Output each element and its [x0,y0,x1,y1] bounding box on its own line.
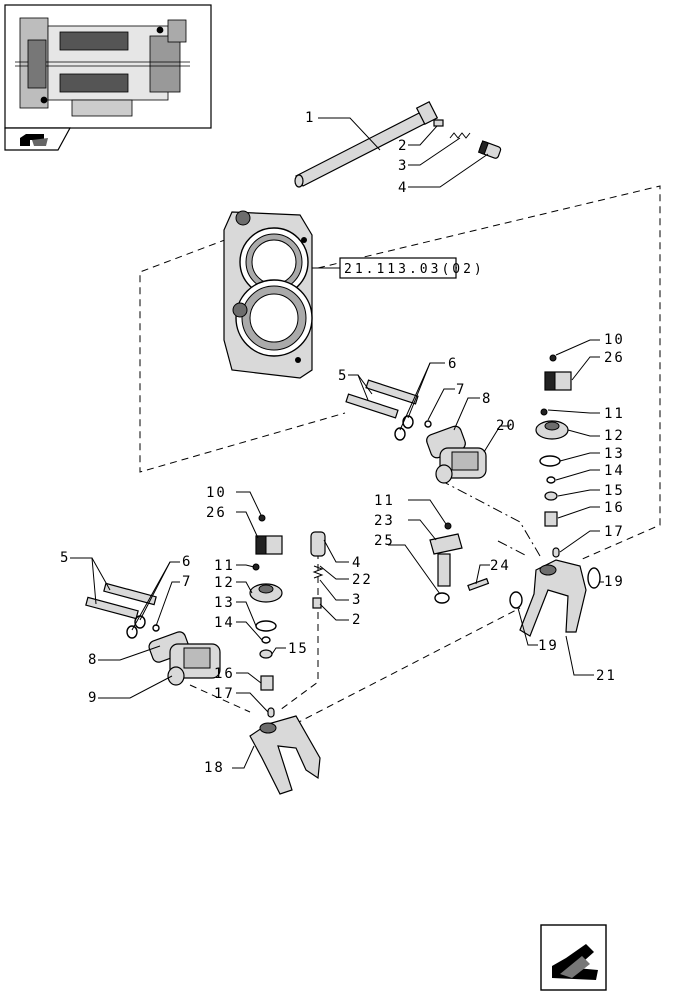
assembly-thumbnail[interactable] [4,4,212,129]
callout-3: 3 [398,158,408,174]
callout-11: 11 [374,493,395,509]
right-shift-fork [509,559,601,637]
callout-2: 2 [352,612,362,628]
next-arrow-icon[interactable] [540,924,607,991]
callout-labels: 1 2 3 4 5 6 7 8 20 10 26 11 12 13 14 15 … [60,110,625,776]
left-valve-stack [249,514,283,718]
callout-10: 10 [604,332,625,348]
callout-8: 8 [482,391,492,407]
callout-17: 17 [214,686,235,702]
callout-24: 24 [490,558,511,574]
callout-13: 13 [214,595,235,611]
callout-9: 9 [88,690,98,706]
callout-4: 4 [398,180,408,196]
callout-21: 21 [596,668,617,684]
left-detent-stack [310,531,326,609]
middle-bracket [429,522,490,604]
callout-7: 7 [182,574,192,590]
callout-6: 6 [448,356,458,372]
right-valve-stack [535,354,572,558]
callout-12: 12 [214,575,235,591]
callout-22: 22 [352,572,373,588]
callout-8: 8 [88,652,98,668]
upper-actuator [345,379,487,484]
left-actuator [85,582,221,686]
reference-label[interactable]: 21.113.03(02) [344,262,485,277]
callout-5: 5 [60,550,70,566]
callout-15: 15 [604,483,625,499]
callout-4: 4 [352,555,362,571]
gearbox-plate [223,210,313,379]
callout-5: 5 [338,368,348,384]
callout-26: 26 [206,505,227,521]
shift-rod [294,100,439,188]
callout-14: 14 [214,615,235,631]
detent-parts-top [433,119,502,159]
callout-3: 3 [352,592,362,608]
back-arrow-icon[interactable] [4,127,72,151]
callout-11: 11 [214,558,235,574]
callout-25: 25 [374,533,395,549]
callout-1: 1 [305,110,315,126]
callout-13: 13 [604,446,625,462]
callout-2: 2 [398,138,408,154]
callout-26: 26 [604,350,625,366]
callout-11: 11 [604,406,625,422]
callout-19: 19 [538,638,559,654]
callout-12: 12 [604,428,625,444]
leader-lines [70,117,604,769]
callout-19: 19 [604,574,625,590]
callout-15: 15 [288,641,309,657]
callout-18: 18 [204,760,225,776]
callout-7: 7 [456,382,466,398]
callout-16: 16 [604,500,625,516]
callout-6: 6 [182,554,192,570]
callout-16: 16 [214,666,235,682]
projection-lines [139,185,661,725]
callout-23: 23 [374,513,395,529]
left-shift-fork [249,715,321,795]
callout-10: 10 [206,485,227,501]
callout-17: 17 [604,524,625,540]
callout-14: 14 [604,463,625,479]
callout-20: 20 [496,418,517,434]
